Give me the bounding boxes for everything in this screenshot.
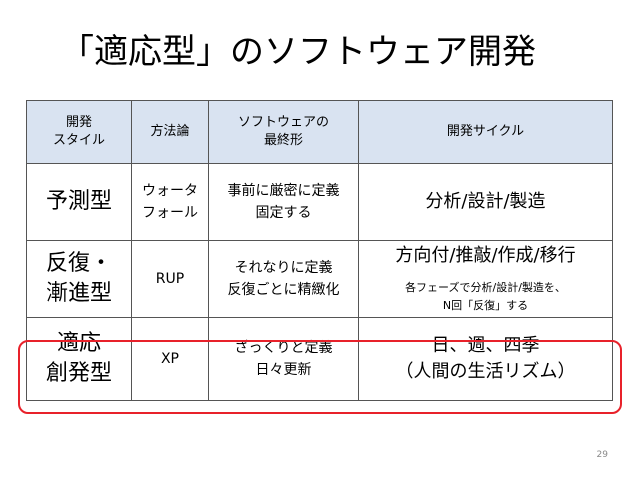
table-row-adaptive: 適応 創発型 XP ざっくりと定義 日々更新 日、週、四季 （人間の生活リズム） (26, 317, 613, 401)
header-method: 方法論 (131, 100, 209, 164)
cell-final-form: それなりに定義 反復ごとに精緻化 (208, 240, 359, 318)
cell-cycle: 分析/設計/製造 (358, 163, 613, 241)
cell-style: 予測型 (26, 163, 132, 241)
cell-method: ウォータ フォール (131, 163, 209, 241)
header-final-form: ソフトウェアの 最終形 (208, 100, 359, 164)
cell-style: 反復・ 漸進型 (26, 240, 132, 318)
page-number: 29 (596, 450, 608, 460)
cell-final-form: ざっくりと定義 日々更新 (208, 317, 359, 401)
cell-cycle: 方向付/推敲/作成/移行 各フェーズで分析/設計/製造を、 N回「反復」する (358, 240, 613, 318)
cell-cycle-main: 方向付/推敲/作成/移行 (395, 245, 576, 266)
header-cycle: 開発サイクル (358, 100, 613, 164)
slide-title: 「適応型」のソフトウェア開発 (60, 32, 536, 72)
cell-style: 適応 創発型 (26, 317, 132, 401)
table-row-iterative: 反復・ 漸進型 RUP それなりに定義 反復ごとに精緻化 方向付/推敲/作成/移… (26, 240, 613, 318)
table-row-predictive: 予測型 ウォータ フォール 事前に厳密に定義 固定する 分析/設計/製造 (26, 163, 613, 241)
cell-method: RUP (131, 240, 209, 318)
cell-cycle-note: 各フェーズで分析/設計/製造を、 N回「反復」する (405, 281, 566, 312)
cell-cycle: 日、週、四季 （人間の生活リズム） (358, 317, 613, 401)
table-header-row: 開発 スタイル 方法論 ソフトウェアの 最終形 開発サイクル (26, 100, 613, 164)
header-style: 開発 スタイル (26, 100, 132, 164)
cell-final-form: 事前に厳密に定義 固定する (208, 163, 359, 241)
cell-method: XP (131, 317, 209, 401)
comparison-table: 開発 スタイル 方法論 ソフトウェアの 最終形 開発サイクル 予測型 ウォータ … (26, 100, 613, 401)
